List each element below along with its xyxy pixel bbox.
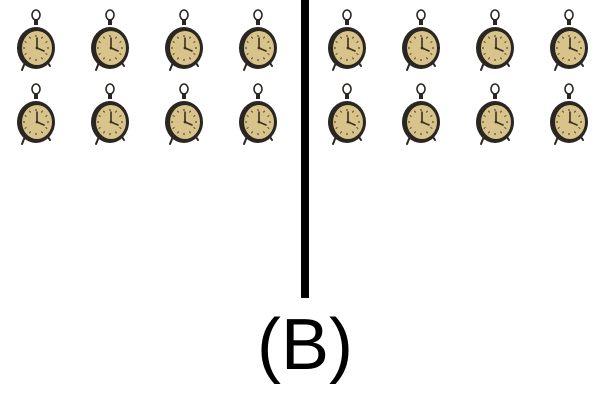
vintage-alarm-clock-icon bbox=[473, 80, 517, 150]
right-clock-grid bbox=[325, 6, 591, 150]
left-clock-grid bbox=[14, 6, 280, 150]
vertical-divider bbox=[301, 0, 309, 298]
vintage-alarm-clock-icon bbox=[14, 80, 58, 150]
vintage-alarm-clock-icon bbox=[236, 80, 280, 150]
vintage-alarm-clock-icon bbox=[325, 6, 369, 76]
vintage-alarm-clock-icon bbox=[14, 6, 58, 76]
vintage-alarm-clock-icon bbox=[399, 6, 443, 76]
vintage-alarm-clock-icon bbox=[325, 80, 369, 150]
right-clock-group bbox=[325, 6, 591, 150]
vintage-alarm-clock-icon bbox=[162, 80, 206, 150]
vintage-alarm-clock-icon bbox=[162, 6, 206, 76]
vintage-alarm-clock-icon bbox=[88, 80, 132, 150]
vintage-alarm-clock-icon bbox=[236, 6, 280, 76]
vintage-alarm-clock-icon bbox=[473, 6, 517, 76]
vintage-alarm-clock-icon bbox=[88, 6, 132, 76]
left-clock-group bbox=[14, 6, 280, 150]
caption-label: (B) bbox=[257, 305, 353, 385]
vintage-alarm-clock-icon bbox=[547, 80, 591, 150]
vintage-alarm-clock-icon bbox=[547, 6, 591, 76]
vintage-alarm-clock-icon bbox=[399, 80, 443, 150]
